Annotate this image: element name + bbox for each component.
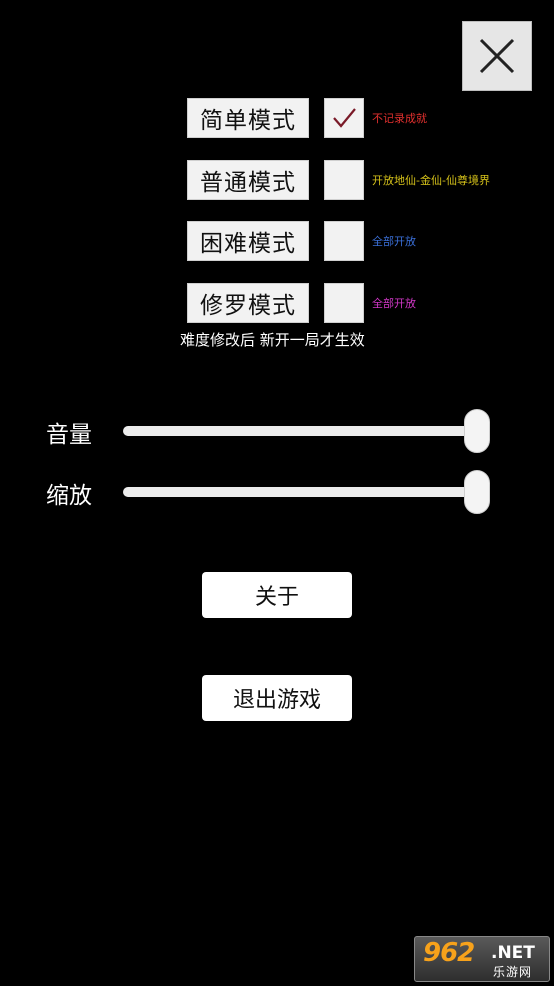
normal-mode-checkbox[interactable] [324, 160, 364, 200]
exit-game-button[interactable]: 退出游戏 [202, 675, 352, 721]
site-watermark: 962 .NET 乐游网 [414, 936, 550, 982]
close-icon [479, 38, 515, 74]
asura-mode-desc: 全部开放 [372, 297, 416, 310]
asura-mode-checkbox[interactable] [324, 283, 364, 323]
easy-mode-checkbox[interactable] [324, 98, 364, 138]
watermark-cn: 乐游网 [493, 965, 533, 979]
volume-slider-handle[interactable] [464, 409, 490, 453]
difficulty-note: 难度修改后 新开一局才生效 [180, 331, 365, 349]
hard-mode-checkbox[interactable] [324, 221, 364, 261]
check-icon [333, 108, 356, 128]
zoom-slider-track[interactable] [123, 487, 479, 497]
volume-label: 音量 [46, 422, 92, 448]
hard-mode-desc: 全部开放 [372, 235, 416, 248]
easy-mode-button[interactable]: 简单模式 [187, 98, 309, 138]
about-button[interactable]: 关于 [202, 572, 352, 618]
asura-mode-button[interactable]: 修罗模式 [187, 283, 309, 323]
zoom-slider-handle[interactable] [464, 470, 490, 514]
zoom-label: 缩放 [46, 483, 92, 509]
normal-mode-button[interactable]: 普通模式 [187, 160, 309, 200]
close-button[interactable] [462, 21, 532, 91]
watermark-number: 962 [423, 938, 475, 968]
watermark-net: .NET [491, 943, 535, 963]
easy-mode-desc: 不记录成就 [372, 112, 427, 125]
volume-slider-track[interactable] [123, 426, 479, 436]
hard-mode-button[interactable]: 困难模式 [187, 221, 309, 261]
normal-mode-desc: 开放地仙-金仙-仙尊境界 [372, 174, 490, 187]
